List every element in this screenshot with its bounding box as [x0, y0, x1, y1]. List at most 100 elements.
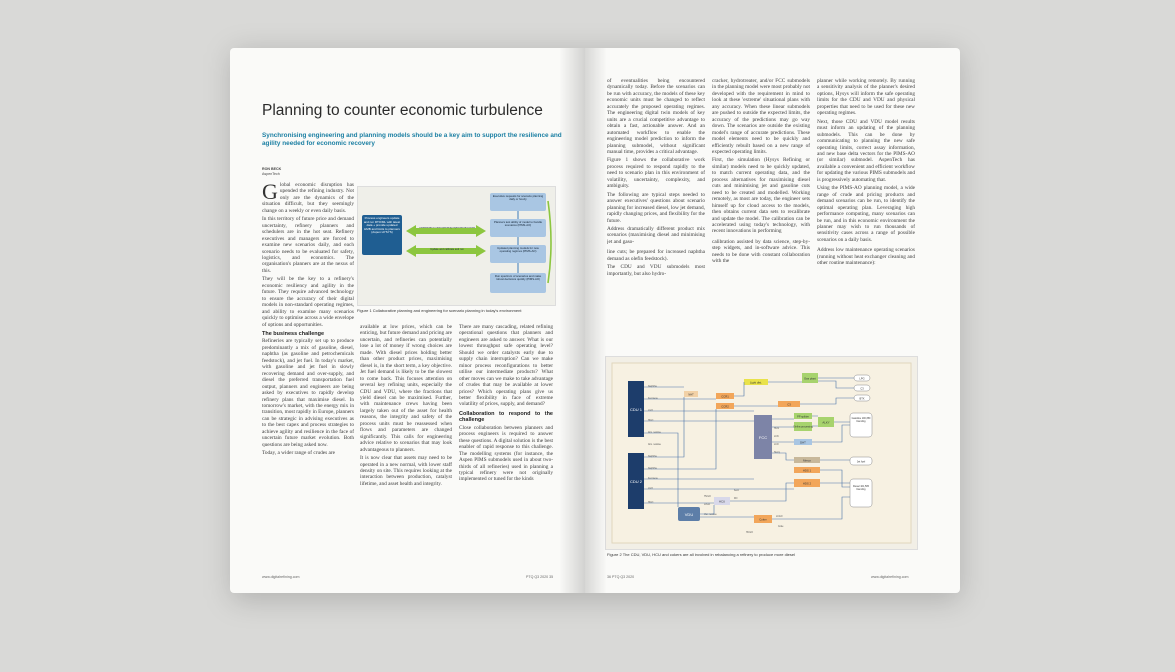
svg-text:Coker: Coker — [759, 518, 767, 522]
right-column-1: of eventualities being encountered dynam… — [607, 78, 705, 277]
svg-text:CCR2: CCR2 — [721, 405, 729, 409]
svg-text:Naphtha: Naphtha — [648, 467, 657, 470]
svg-text:Slurry: Slurry — [774, 451, 781, 454]
svg-text:LVGO: LVGO — [704, 504, 710, 506]
section-heading: Collaboration to respond to the challeng… — [459, 410, 553, 424]
figure-2-caption: Figure 2 The CDU, VDU, HCU and cokers ar… — [607, 552, 796, 557]
article-title: Planning to counter economic turbulence — [262, 102, 543, 119]
svg-text:Naphtha: Naphtha — [648, 385, 657, 388]
cdu1-unit — [628, 381, 644, 437]
gutter-shadow-right — [585, 48, 607, 593]
figure-2: CDU 1 CDU 2 VDU FCC CCR1 CCR2 Light dist… — [605, 356, 918, 550]
svg-text:Atm. residue: Atm. residue — [648, 431, 662, 434]
right-column-2: cracker, hydrotreater, and/or FCC submod… — [712, 78, 810, 265]
footer-page-number: 36 PTQ Q3 2020 — [607, 575, 635, 579]
svg-text:HVGO: HVGO — [704, 496, 711, 498]
author-name: RON BECK — [262, 167, 282, 171]
nht-box — [684, 391, 698, 397]
fcc-label: FCC — [759, 435, 767, 440]
section-heading: The business challenge — [262, 330, 325, 337]
svg-text:LPG: LPG — [859, 377, 864, 381]
svg-text:LCGO: LCGO — [776, 516, 783, 518]
footer-url: www.digitalrefining.com — [262, 575, 300, 579]
figure-1-caption: Figure 1 Collaborative planning and engi… — [357, 308, 522, 313]
vdu-label: VDU — [685, 512, 694, 517]
article-subtitle: Synchronising engineering and planning m… — [262, 132, 562, 147]
svg-text:Kerosene: Kerosene — [648, 477, 659, 480]
figure-1: Process engineers update and run RTO/ML … — [357, 186, 556, 306]
cdu1-label: CDU 1 — [630, 407, 643, 412]
svg-text:Coke: Coke — [778, 526, 784, 528]
svg-text:LCN: LCN — [774, 436, 779, 438]
light-dist-box — [744, 379, 768, 385]
jet-fuel-tank — [849, 456, 873, 466]
hds2-box — [794, 479, 820, 487]
svg-text:DHT: DHT — [800, 441, 806, 445]
svg-text:Olefins processing: Olefins processing — [793, 426, 813, 429]
svg-text:C3: C3 — [787, 403, 791, 407]
svg-text:DO: DO — [734, 498, 738, 500]
svg-text:HCN: HCN — [774, 428, 779, 430]
pp-splitter-box — [794, 413, 812, 419]
fig1-loop-arrow — [547, 200, 552, 284]
svg-text:Vac. residue: Vac. residue — [704, 513, 717, 516]
svg-text:Naphtha: Naphtha — [648, 455, 657, 458]
dht-box — [794, 439, 812, 445]
svg-text:Atm. residue: Atm. residue — [648, 443, 662, 446]
diesel-blending-tank — [849, 478, 873, 508]
fig1-box-mid2 — [490, 245, 546, 263]
fig1-box-bottom — [490, 273, 546, 293]
vdu-unit — [678, 507, 700, 521]
right-page: of eventualities being encountered dynam… — [585, 48, 960, 593]
fig1-box-left — [362, 215, 402, 255]
fig1-box-top — [490, 193, 546, 211]
fig1-box-mid1 — [490, 219, 546, 237]
svg-text:HCU: HCU — [719, 500, 725, 504]
cdu2-unit — [628, 453, 644, 509]
figure-2-flow-diagram: CDU 1 CDU 2 VDU FCC CCR1 CCR2 Light dist… — [611, 362, 912, 544]
right-column-3: planner while working remotely. By runni… — [817, 78, 915, 267]
btx-box — [778, 401, 800, 407]
svg-text:PP splitter: PP splitter — [797, 415, 809, 419]
fig1-arrow-collaborate — [406, 225, 486, 237]
ccr1-box — [716, 393, 734, 399]
fig1-box-left-text: Process engineers update and run RTO/ML … — [363, 217, 401, 235]
footer-url: www.digitalrefining.com — [871, 575, 909, 579]
svg-text:LCO: LCO — [774, 444, 779, 446]
coker-box — [754, 515, 772, 523]
dropcap: G — [262, 182, 278, 204]
hcu-box — [714, 497, 730, 505]
svg-text:NHT: NHT — [688, 393, 694, 397]
fig1-arrow-update — [406, 245, 486, 257]
svg-text:Kerosene: Kerosene — [648, 397, 659, 400]
author-organisation: AspenTech — [262, 172, 280, 176]
alky-box — [818, 417, 834, 427]
footer-page-number: PTQ Q3 2020 35 — [526, 575, 554, 579]
gutter-shadow-left — [559, 48, 585, 593]
hds1-box — [794, 467, 820, 473]
svg-text:C3: C3 — [860, 387, 864, 391]
svg-text:Gas plant: Gas plant — [804, 377, 816, 381]
fcc-unit — [754, 415, 772, 459]
left-column-2: available at low prices, which can be en… — [360, 324, 452, 487]
merox-box — [794, 457, 820, 463]
cdu2-label: CDU 2 — [630, 479, 643, 484]
left-page: Planning to counter economic turbulence … — [230, 48, 585, 593]
ccr2-box — [716, 403, 734, 409]
svg-text:ALKY: ALKY — [822, 421, 829, 425]
gas-plant-box — [802, 373, 818, 383]
svg-text:HCGO: HCGO — [746, 532, 753, 534]
svg-text:Kero: Kero — [734, 489, 740, 492]
svg-text:HDS 1: HDS 1 — [803, 469, 812, 473]
svg-text:Light dist.: Light dist. — [750, 381, 762, 385]
svg-text:Merox: Merox — [803, 459, 811, 463]
svg-text:Jet fuel: Jet fuel — [857, 460, 866, 464]
olefins-box — [794, 422, 812, 431]
figure-1-diagram: Process engineers update and run RTO/ML … — [362, 193, 552, 293]
svg-text:CCR1: CCR1 — [721, 395, 729, 399]
svg-text:BTX: BTX — [859, 397, 864, 401]
svg-text:HDS 2: HDS 2 — [803, 482, 812, 486]
left-column-3: There are many cascading, related refini… — [459, 324, 553, 483]
fig2-flow-lines — [644, 377, 854, 520]
